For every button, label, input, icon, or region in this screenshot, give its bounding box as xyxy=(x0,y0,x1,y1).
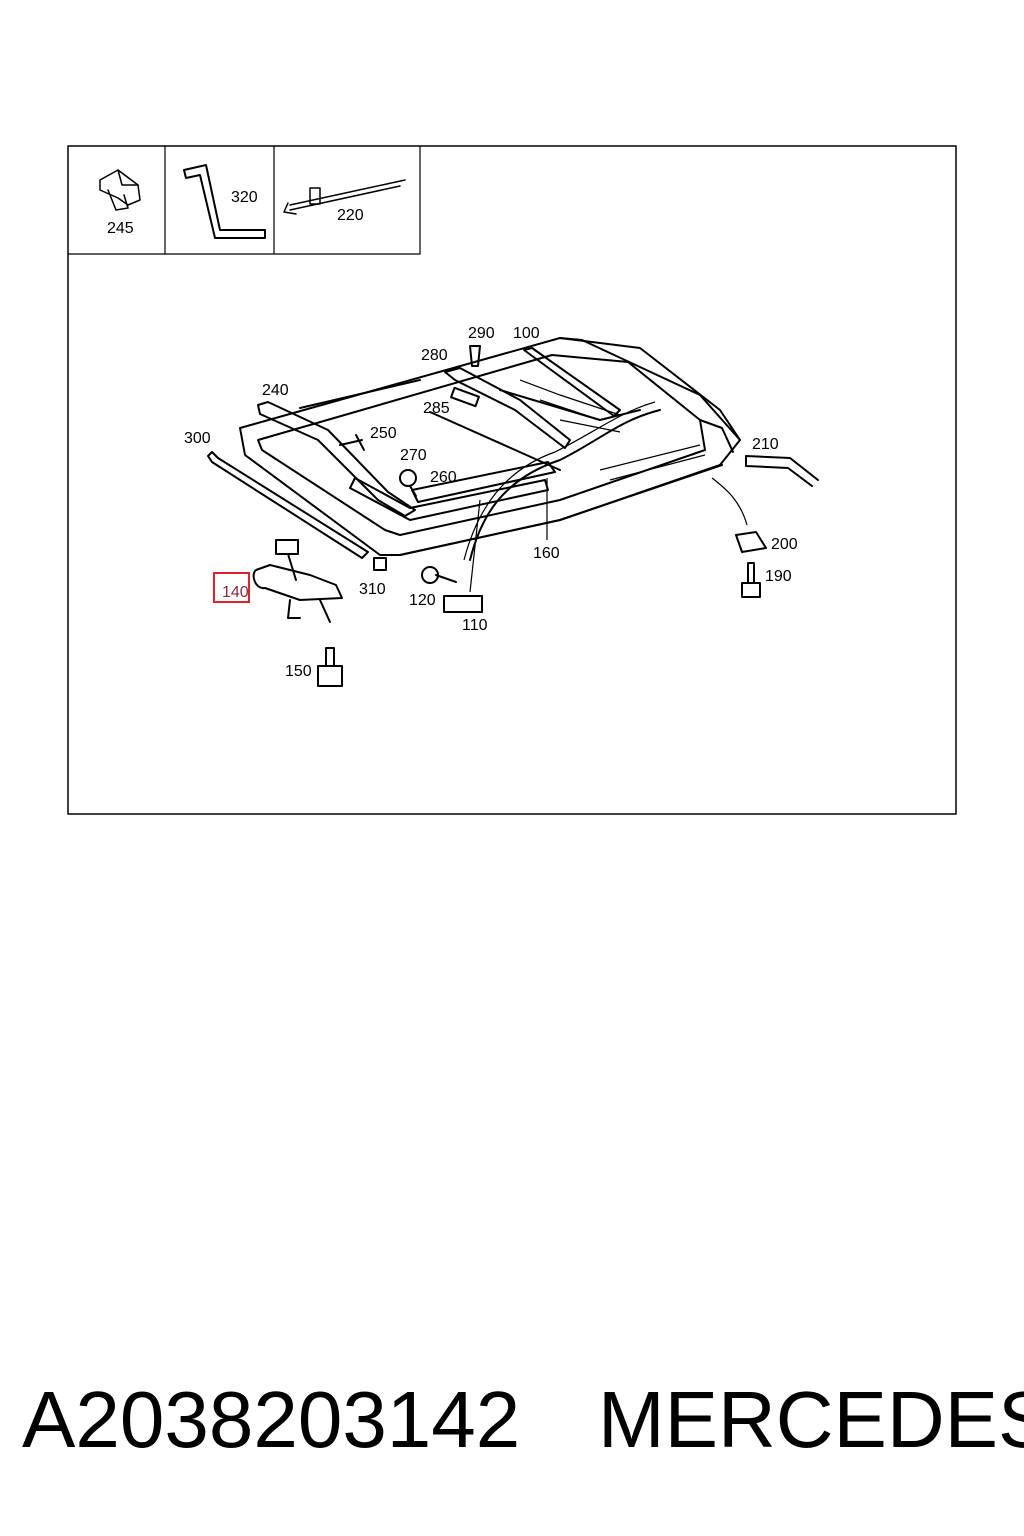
rail-280-drawing xyxy=(444,367,571,449)
motor-140-drawing xyxy=(252,539,343,623)
screw-120-drawing xyxy=(421,566,457,584)
brand-name: MERCEDES xyxy=(598,1375,1024,1464)
rail-100-drawing xyxy=(523,347,621,417)
cable-220-drawing xyxy=(283,179,406,215)
bolt-190-drawing xyxy=(741,562,761,598)
seal-300-drawing xyxy=(207,451,369,559)
bolt-150-drawing xyxy=(317,647,343,687)
highlight-box-140 xyxy=(213,572,250,603)
drain-hose-210-drawing xyxy=(745,455,819,487)
drive-cable-160-inner xyxy=(463,401,656,561)
clip-200-drawing xyxy=(735,531,767,553)
clip-310-drawing xyxy=(373,557,387,571)
callout-290: 290 xyxy=(468,325,495,342)
callout-240: 240 xyxy=(262,382,289,399)
slider-260-drawing xyxy=(411,461,556,503)
ribbed-parts-drawing xyxy=(519,379,706,481)
screw-270-drawing xyxy=(399,469,417,497)
callout-160: 160 xyxy=(533,545,560,562)
part-number: A2038203142 xyxy=(22,1375,521,1464)
callout-150: 150 xyxy=(285,663,312,680)
clip-245-drawing xyxy=(99,169,141,211)
inset-label-220: 220 xyxy=(337,207,364,224)
drive-cable-160-drawing xyxy=(469,409,661,561)
leader-lines xyxy=(469,477,748,593)
callout-250: 250 xyxy=(370,425,397,442)
callout-270: 270 xyxy=(400,447,427,464)
inset-label-320: 320 xyxy=(231,189,258,206)
callout-190: 190 xyxy=(765,568,792,585)
callout-120: 120 xyxy=(409,592,436,609)
callout-285: 285 xyxy=(423,400,450,417)
screw-250-drawing xyxy=(339,434,365,451)
sunroof-frame-drawing xyxy=(239,337,741,556)
pin-290-drawing xyxy=(469,345,481,367)
callout-110: 110 xyxy=(462,617,488,634)
callout-140: 140 xyxy=(222,584,249,601)
cover-285-drawing xyxy=(450,386,480,408)
inset-panels xyxy=(68,146,421,255)
callout-280: 280 xyxy=(421,347,448,364)
callout-210: 210 xyxy=(752,436,779,453)
gear-rack-drawing xyxy=(349,477,549,521)
rail-240-drawing xyxy=(257,401,416,517)
callout-260: 260 xyxy=(430,469,457,486)
inset-label-245: 245 xyxy=(107,220,134,237)
allen-key-320-drawing xyxy=(183,164,266,239)
callout-200: 200 xyxy=(771,536,798,553)
callout-310: 310 xyxy=(359,581,386,598)
diagram-frame xyxy=(67,145,957,815)
callout-100: 100 xyxy=(513,325,540,342)
switch-110-drawing xyxy=(443,595,483,613)
callout-300: 300 xyxy=(184,430,211,447)
